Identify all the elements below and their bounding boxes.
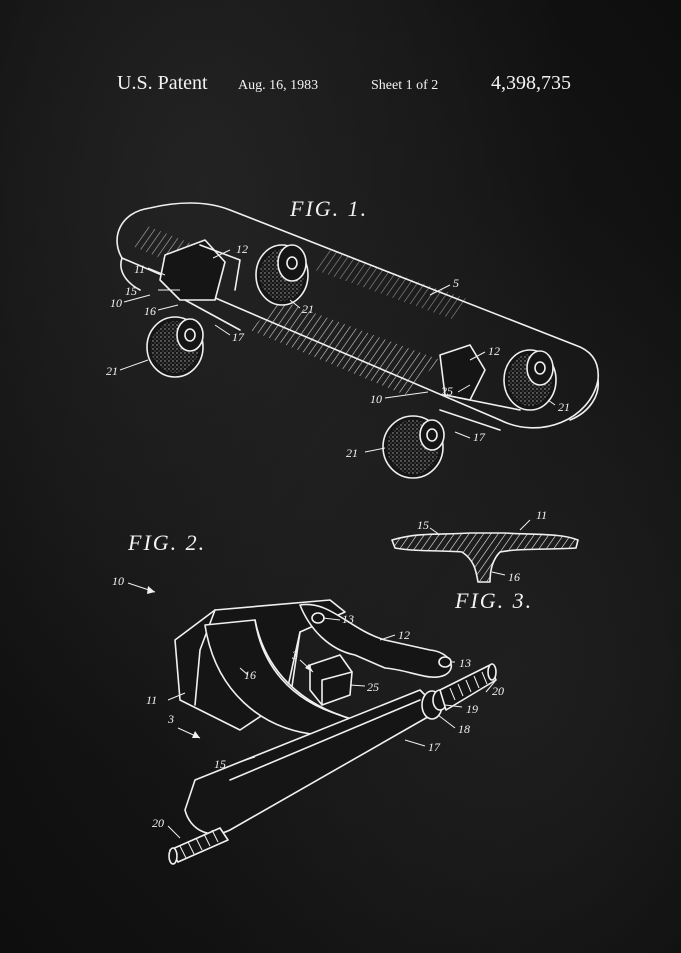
patent-number: 4,398,735 [491,72,571,94]
ref-numeral: 16 [144,304,156,318]
ref-numeral: 21 [106,364,118,378]
ref-numeral: 17 [428,740,440,754]
fig3-cross-section [391,519,579,583]
ref-numeral: 16 [508,570,520,584]
ref-numeral: 12 [398,628,410,642]
sheet-indicator: Sheet 1 of 2 [371,78,439,93]
ref-numeral: 11 [134,262,146,276]
ref-numeral: 3 [292,648,298,662]
ref-numeral: 15 [417,518,429,532]
ref-numeral: 11 [536,508,548,522]
fig1-label: FIG. 1. [290,196,369,221]
ref-numeral: 19 [466,702,478,716]
ref-numeral: 12 [236,242,248,256]
patent-label: U.S. Patent [117,72,208,94]
fig3-label: FIG. 3. [455,588,534,613]
ref-numeral: 25 [441,384,453,398]
fig1-skateboard [116,202,600,479]
ref-numeral: 21 [346,446,358,460]
ref-numeral: 25 [367,680,379,694]
ref-numeral: 10 [110,296,122,310]
ref-numeral: 13 [342,612,354,626]
ref-numeral: 5 [453,276,459,290]
ref-numeral: 13 [459,656,471,670]
ref-numeral: 15 [125,284,137,298]
ref-numeral: 21 [558,400,570,414]
patent-date: Aug. 16, 1983 [238,78,319,93]
ref-numeral: 3 [168,712,174,726]
ref-numeral: 16 [244,668,256,682]
ref-numeral: 11 [146,693,158,707]
ref-numeral: 15 [214,757,226,771]
ref-numeral: 10 [370,392,382,406]
ref-numeral: 17 [232,330,244,344]
ref-numeral: 17 [473,430,485,444]
ref-numeral: 10 [112,574,124,588]
fig2-truck [127,582,497,865]
ref-numeral: 20 [152,816,164,830]
ref-numeral: 12 [488,344,500,358]
ref-numeral: 20 [492,684,504,698]
ref-numeral: 18 [458,722,470,736]
ref-numeral: 21 [302,302,314,316]
fig2-label: FIG. 2. [128,530,207,555]
